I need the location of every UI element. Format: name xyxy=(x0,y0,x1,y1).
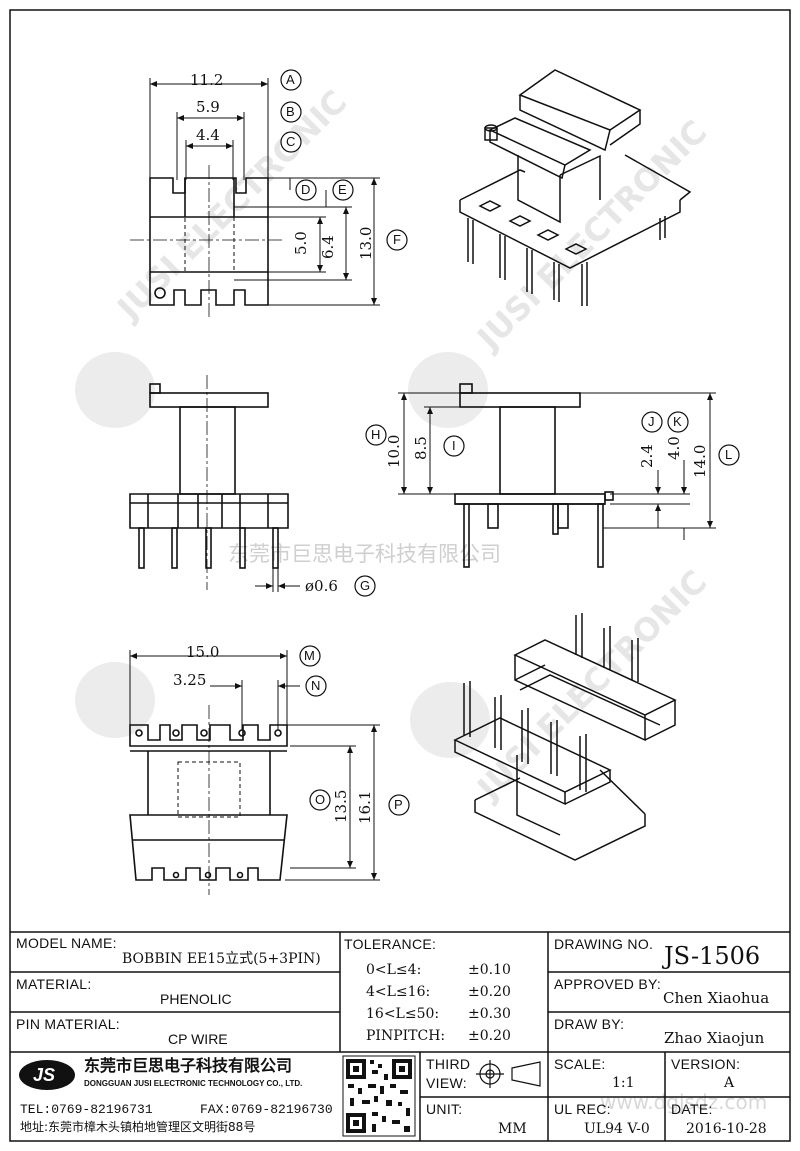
sheet-border xyxy=(9,9,791,1142)
dim-P-value: 16.1 xyxy=(356,790,374,824)
model-name-label: MODEL NAME: xyxy=(16,935,117,951)
dim-E-value: 6.4 xyxy=(319,235,337,259)
version-label: VERSION: xyxy=(671,1056,741,1072)
marker-H: H xyxy=(371,427,381,442)
marker-F: F xyxy=(393,232,402,247)
third-view-label-2: VIEW: xyxy=(426,1075,467,1091)
tolerance-range-1: 0<L≤4: xyxy=(366,962,422,978)
version-value: A xyxy=(724,1075,735,1091)
isometric-view-top xyxy=(459,69,692,306)
tolerance-value-2: ±0.20 xyxy=(468,984,511,1000)
material-value: PHENOLIC xyxy=(160,991,232,1007)
dim-B-value: 5.9 xyxy=(196,98,220,116)
tolerance-range-4: PINPITCH: xyxy=(366,1028,446,1044)
company-logo xyxy=(19,1060,75,1090)
title-block-grid xyxy=(10,931,790,1141)
dim-G-value: ø0.6 xyxy=(305,577,338,595)
marker-G: G xyxy=(360,578,371,593)
tolerance-range-2: 4<L≤16: xyxy=(366,984,431,1000)
marker-B: B xyxy=(286,104,295,119)
material-label: MATERIAL: xyxy=(16,976,92,992)
date-value: 2016-10-28 xyxy=(686,1121,767,1137)
dim-D-value: 5.0 xyxy=(292,231,310,255)
third-view-label-1: THIRD xyxy=(426,1056,471,1072)
watermark-logos xyxy=(75,352,490,758)
marker-M: M xyxy=(304,648,316,663)
tolerance-value-1: ±0.10 xyxy=(468,962,511,978)
unit-label: UNIT: xyxy=(426,1101,463,1117)
company-logo-text: JS xyxy=(33,1065,56,1085)
tolerance-label: TOLERANCE: xyxy=(344,936,437,952)
company-name-en: DONGGUAN JUSI ELECTRONIC TECHNOLOGY CO.,… xyxy=(84,1079,303,1088)
unit-value: MM xyxy=(498,1121,527,1137)
draw-by-label: DRAW BY: xyxy=(554,1016,625,1032)
ul-rec-label: UL REC: xyxy=(554,1101,611,1117)
model-name-value: BOBBIN EE15立式(5+3PIN) xyxy=(122,951,321,967)
marker-C: C xyxy=(286,134,296,149)
dim-L-value: 14.0 xyxy=(691,444,709,478)
dim-J-value: 2.4 xyxy=(638,444,656,468)
side-view xyxy=(129,375,300,592)
dim-O-value: 13.5 xyxy=(332,789,350,823)
bottom-view xyxy=(129,650,380,895)
dim-K-value: 4.0 xyxy=(665,436,683,460)
marker-J: J xyxy=(648,414,655,429)
pin-material-value: CP WIRE xyxy=(168,1031,228,1047)
marker-P: P xyxy=(394,797,403,812)
tolerance-range-3: 16<L≤50: xyxy=(366,1006,440,1022)
scale-value: 1:1 xyxy=(612,1075,635,1091)
tolerance-value-3: ±0.30 xyxy=(468,1006,511,1022)
top-view xyxy=(130,165,285,320)
qr-code xyxy=(342,1055,416,1137)
date-label: DATE: xyxy=(671,1101,713,1117)
tolerance-value-4: ±0.20 xyxy=(468,1028,511,1044)
marker-N: N xyxy=(311,678,321,693)
draw-by-value: Zhao Xiaojun xyxy=(664,1029,765,1047)
dim-H-value: 10.0 xyxy=(385,434,403,468)
pin-material-label: PIN MATERIAL: xyxy=(16,1016,120,1032)
marker-D: D xyxy=(301,182,311,197)
dimension-markers xyxy=(280,69,740,816)
isometric-view-bottom xyxy=(453,613,677,861)
company-tel: TEL:0769-82196731 xyxy=(20,1102,153,1117)
dim-N-value: 3.25 xyxy=(173,671,207,689)
front-view xyxy=(398,383,716,568)
ul-rec-value: UL94 V-0 xyxy=(584,1121,650,1137)
company-fax: FAX:0769-82196730 xyxy=(200,1102,333,1117)
company-name-cn: 东莞市巨思电子科技有限公司 xyxy=(84,1056,293,1075)
marker-L: L xyxy=(725,447,733,462)
marker-I: I xyxy=(452,438,456,453)
marker-K: K xyxy=(673,414,682,429)
marker-A: A xyxy=(286,72,295,87)
dim-I-value: 8.5 xyxy=(412,436,430,460)
marker-O: O xyxy=(315,792,326,807)
dim-C-value: 4.4 xyxy=(196,126,220,144)
approved-by-value: Chen Xiaohua xyxy=(663,989,770,1007)
company-address: 地址:东莞市樟木头镇柏地管理区文明街88号 xyxy=(20,1120,256,1134)
dim-A-value: 11.2 xyxy=(190,71,224,89)
scale-label: SCALE: xyxy=(554,1056,606,1072)
drawing-no-value: JS-1506 xyxy=(664,942,761,970)
approved-by-label: APPROVED BY: xyxy=(554,976,662,992)
third-angle-projection-icon xyxy=(476,1060,541,1088)
drawing-no-label: DRAWING NO. xyxy=(554,936,654,952)
marker-E: E xyxy=(338,182,347,197)
dim-M-value: 15.0 xyxy=(186,643,220,661)
dim-F-value: 13.0 xyxy=(357,226,375,260)
